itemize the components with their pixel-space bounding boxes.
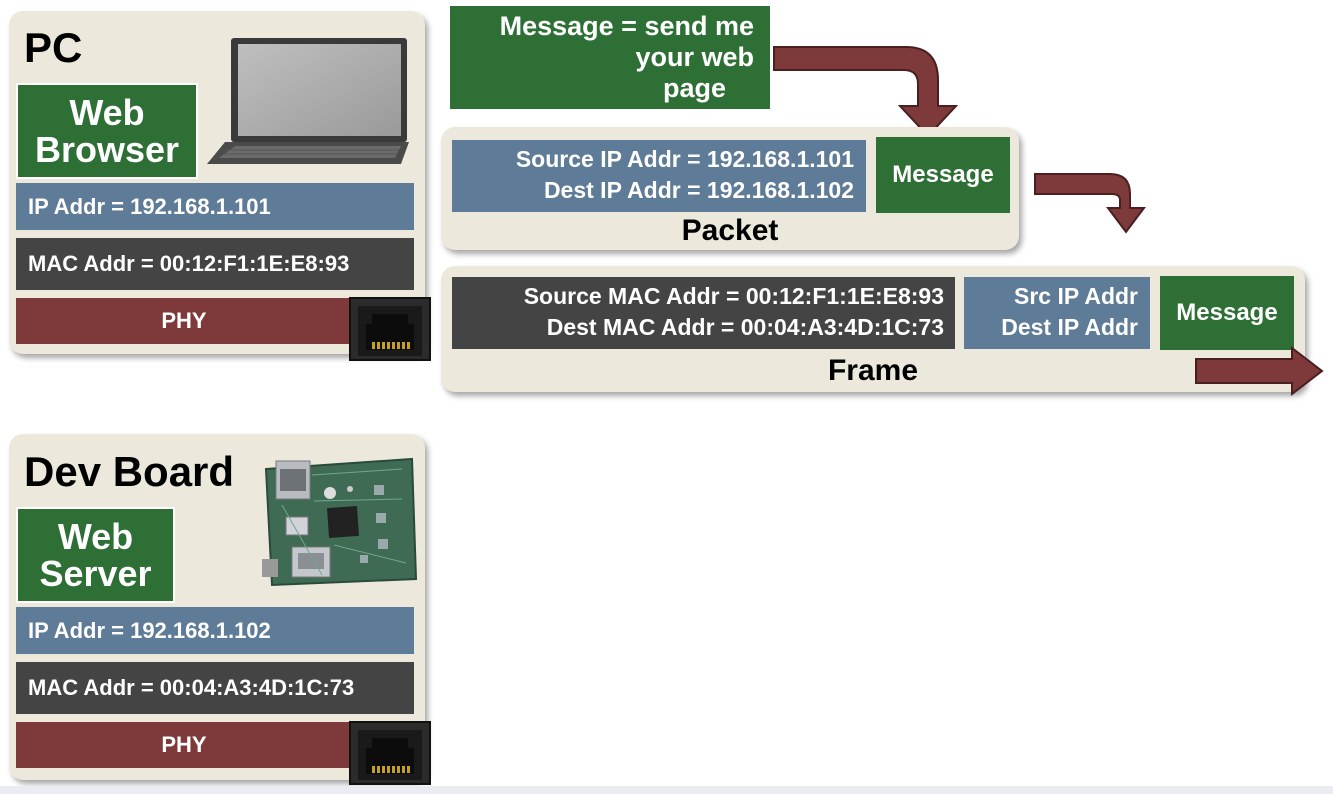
bottom-strip [0,786,1333,794]
frame-source-mac: Source MAC Addr = 00:12:F1:1E:E8:93 [523,283,944,309]
pc-phy-layer: PHY [16,298,352,344]
message-text-line3: page [662,73,726,103]
ethernet-jack-icon [349,721,431,785]
dev-phy-layer: PHY [16,722,352,768]
frame-source-ip: Src IP Addr [1014,283,1138,309]
web-server-box: Web Server [16,507,175,603]
ethernet-jack-icon [349,297,431,361]
web-browser-label-line1: Web [69,92,145,133]
pc-mac-address: MAC Addr = 00:12:F1:1E:E8:93 [16,238,414,290]
packet-message: Message [876,137,1010,213]
packet-dest-ip: Dest IP Addr = 192.168.1.102 [543,177,854,203]
frame-dest-ip: Dest IP Addr [1001,314,1138,340]
laptop-icon [207,38,409,164]
pc-title: PC [24,24,83,71]
arrow-frame-out [1195,345,1324,397]
message-text-line2: your web [635,42,754,72]
frame-message: Message [1160,276,1294,350]
frame-mac-header: Source MAC Addr = 00:12:F1:1E:E8:93 Dest… [452,277,955,349]
pc-ip-address: IP Addr = 192.168.1.101 [16,183,414,230]
arrow-packet-to-frame [1034,173,1146,234]
packet-label: Packet [681,214,779,247]
message-box: Message = send me your web page [450,6,770,109]
dev-mac-address: MAC Addr = 00:04:A3:4D:1C:73 [16,662,414,714]
web-server-label-line1: Web [57,516,134,557]
arrow-message-to-packet [773,46,959,138]
frame-label: Frame [827,354,919,387]
dev-board-title: Dev Board [24,448,235,495]
message-text-line1: Message = send me [499,11,754,41]
frame-ip-header: Src IP Addr Dest IP Addr [964,277,1150,349]
dev-ip-address: IP Addr = 192.168.1.102 [16,607,414,654]
dev-board-image [262,457,418,587]
web-browser-box: Web Browser [16,83,198,179]
web-browser-label-line2: Browser [34,129,180,170]
frame-dest-mac: Dest MAC Addr = 00:04:A3:4D:1C:73 [546,314,944,340]
packet-source-ip: Source IP Addr = 192.168.1.101 [515,146,854,172]
packet-ip-header: Source IP Addr = 192.168.1.101 Dest IP A… [452,140,866,212]
web-server-label-line2: Server [39,553,152,594]
